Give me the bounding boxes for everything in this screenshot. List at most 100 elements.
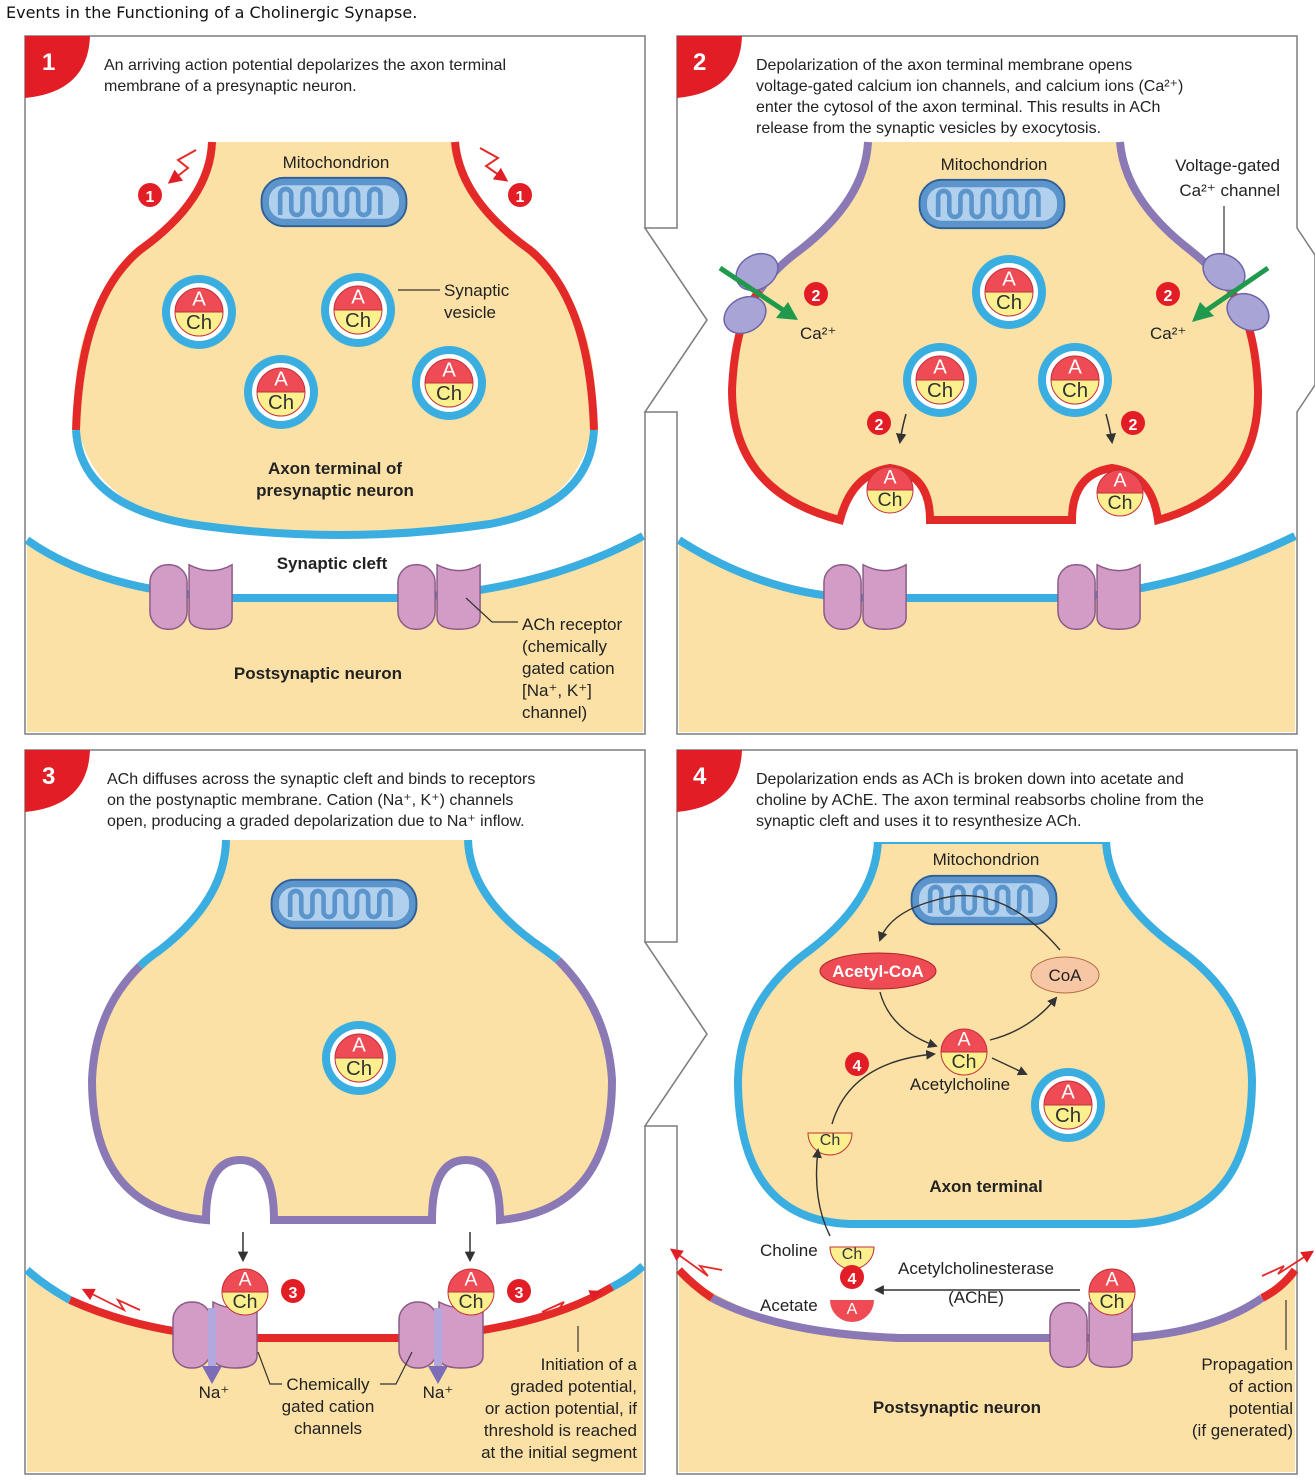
acetate-molecule: A xyxy=(830,1300,874,1322)
initiation-label: threshold is reached xyxy=(484,1421,637,1440)
panel-4-axon-terminal-body xyxy=(733,836,1257,1228)
svg-text:A: A xyxy=(274,368,288,390)
svg-text:Ch: Ch xyxy=(345,310,371,332)
svg-text:Ch: Ch xyxy=(952,1051,977,1073)
svg-text:A: A xyxy=(1002,268,1016,290)
svg-text:4: 4 xyxy=(693,763,707,790)
synaptic-vesicle: ACh xyxy=(1038,343,1112,417)
sodium-ion-label: Na⁺ xyxy=(423,1383,454,1402)
ach-receptor-label: ACh receptor xyxy=(522,615,622,634)
ach-receptor-label: gated cation xyxy=(522,659,615,678)
panel-3-step-marker: 3 xyxy=(281,1279,305,1303)
svg-text:Ch: Ch xyxy=(842,1246,862,1263)
ach-receptor xyxy=(149,563,233,631)
panel-1-caption-line: An arriving action potential depolarizes… xyxy=(104,57,506,74)
svg-text:4: 4 xyxy=(853,1058,862,1075)
svg-text:Ch: Ch xyxy=(186,312,212,334)
panel-4-mitochondrion xyxy=(912,876,1057,924)
svg-text:Ch: Ch xyxy=(878,489,903,511)
acetyl-coa: Acetyl-CoA xyxy=(819,952,937,990)
svg-text:Ch: Ch xyxy=(268,392,294,414)
synaptic-vesicle: ACh xyxy=(972,255,1046,329)
page-title: Events in the Functioning of a Cholinerg… xyxy=(6,3,418,22)
chemically-gated-channels-label: channels xyxy=(294,1419,362,1438)
svg-text:A: A xyxy=(1113,470,1126,492)
panel-2-mitochondrion-label: Mitochondrion xyxy=(941,155,1048,174)
svg-text:Ch: Ch xyxy=(927,380,953,402)
calcium-ion-label: Ca²⁺ xyxy=(1150,324,1186,343)
panel-2-caption-line: enter the cytosol of the axon terminal. … xyxy=(756,99,1160,116)
panel-2-step-marker: 2 xyxy=(804,282,828,306)
synaptic-vesicle: ACh xyxy=(162,275,236,349)
panel-2: 2 Depolarization of the axon terminal me… xyxy=(643,35,1315,735)
acetylcholine-molecule: ACh xyxy=(866,466,914,514)
svg-text:Ch: Ch xyxy=(1100,1291,1125,1313)
propagation-label: potential xyxy=(1229,1399,1293,1418)
axon-terminal-label: presynaptic neuron xyxy=(256,481,414,500)
calcium-influx-arrow-right xyxy=(1192,265,1270,322)
panel-1-postsynaptic-body xyxy=(27,536,643,732)
propagation-label: (if generated) xyxy=(1192,1421,1293,1440)
acetylcholine-molecule: ACh xyxy=(940,1028,988,1076)
panel-4-step-marker: 4 xyxy=(840,1265,864,1289)
svg-text:2: 2 xyxy=(812,288,821,305)
svg-text:4: 4 xyxy=(848,1271,857,1288)
panel-3-caption-line: on the postynaptic membrane. Cation (Na⁺… xyxy=(107,792,513,809)
acetylcholine-molecule: ACh xyxy=(221,1268,269,1316)
acetylcholine-molecule: ACh xyxy=(1088,1268,1136,1316)
acetate-label: Acetate xyxy=(760,1296,818,1315)
svg-text:1: 1 xyxy=(516,189,525,206)
svg-text:A: A xyxy=(442,359,456,381)
panel-4-membrane-purple xyxy=(710,1294,1265,1342)
panel-1-membrane-red-left xyxy=(72,141,216,431)
svg-text:Ch: Ch xyxy=(346,1058,372,1080)
svg-text:Ch: Ch xyxy=(233,1291,258,1313)
panel-1-mitochondrion-label: Mitochondrion xyxy=(283,153,390,172)
panel-4-step-badge: 4 xyxy=(677,750,742,812)
svg-text:3: 3 xyxy=(42,763,55,790)
coenzyme-a: CoA xyxy=(1030,956,1100,994)
synaptic-vesicle: ACh xyxy=(322,1021,396,1095)
svg-text:3: 3 xyxy=(515,1285,524,1302)
panel-4-membrane-red xyxy=(676,1267,1299,1302)
calcium-influx-arrow-left xyxy=(718,265,798,320)
initiation-label: Initiation of a xyxy=(541,1355,638,1374)
sodium-influx-arrow xyxy=(202,1308,222,1384)
panel-2-postsynaptic-body xyxy=(679,536,1295,732)
synaptic-vesicle-label: vesicle xyxy=(444,303,496,322)
synaptic-cleft-label: Synaptic cleft xyxy=(277,554,388,573)
panel-4-caption-line: synaptic cleft and uses it to resynthesi… xyxy=(756,813,1082,830)
panel-1-membrane-blue-bottom xyxy=(72,429,598,539)
panel-2-step-marker: 2 xyxy=(1121,411,1145,435)
svg-text:A: A xyxy=(192,288,206,310)
acetylcholinesterase-label: (AChE) xyxy=(948,1288,1004,1307)
panel-3-membrane-blue xyxy=(24,1263,646,1304)
panel-3-postsynaptic-body xyxy=(27,1266,643,1472)
svg-text:A: A xyxy=(883,467,896,489)
svg-text:A: A xyxy=(957,1029,970,1051)
svg-text:3: 3 xyxy=(289,1285,298,1302)
svg-text:Acetyl-CoA: Acetyl-CoA xyxy=(832,962,924,981)
ca-channel-label: Voltage-gated xyxy=(1175,156,1280,175)
svg-text:1: 1 xyxy=(42,49,55,76)
panel-2-membrane-red xyxy=(727,287,1263,526)
svg-text:CoA: CoA xyxy=(1048,966,1082,985)
ach-receptor xyxy=(397,563,481,631)
synaptic-vesicle: ACh xyxy=(412,346,486,420)
svg-text:2: 2 xyxy=(693,49,706,76)
svg-text:Ch: Ch xyxy=(459,1291,484,1313)
svg-text:2: 2 xyxy=(1164,288,1173,305)
panel-1: 1 An arriving action potential depolariz… xyxy=(24,35,708,735)
sodium-influx-arrow xyxy=(428,1308,448,1384)
svg-text:A: A xyxy=(238,1269,251,1291)
svg-text:A: A xyxy=(1068,356,1082,378)
panel-3-membrane-blue-top xyxy=(137,839,561,969)
calcium-ion-label: Ca²⁺ xyxy=(800,324,836,343)
svg-text:A: A xyxy=(464,1269,477,1291)
synaptic-vesicle: ACh xyxy=(321,273,395,347)
panel-2-mitochondrion xyxy=(920,180,1065,228)
acetylcholine-label: Acetylcholine xyxy=(910,1075,1010,1094)
ach-receptor-label: [Na⁺, K⁺] xyxy=(522,681,592,700)
svg-text:A: A xyxy=(847,1301,858,1318)
